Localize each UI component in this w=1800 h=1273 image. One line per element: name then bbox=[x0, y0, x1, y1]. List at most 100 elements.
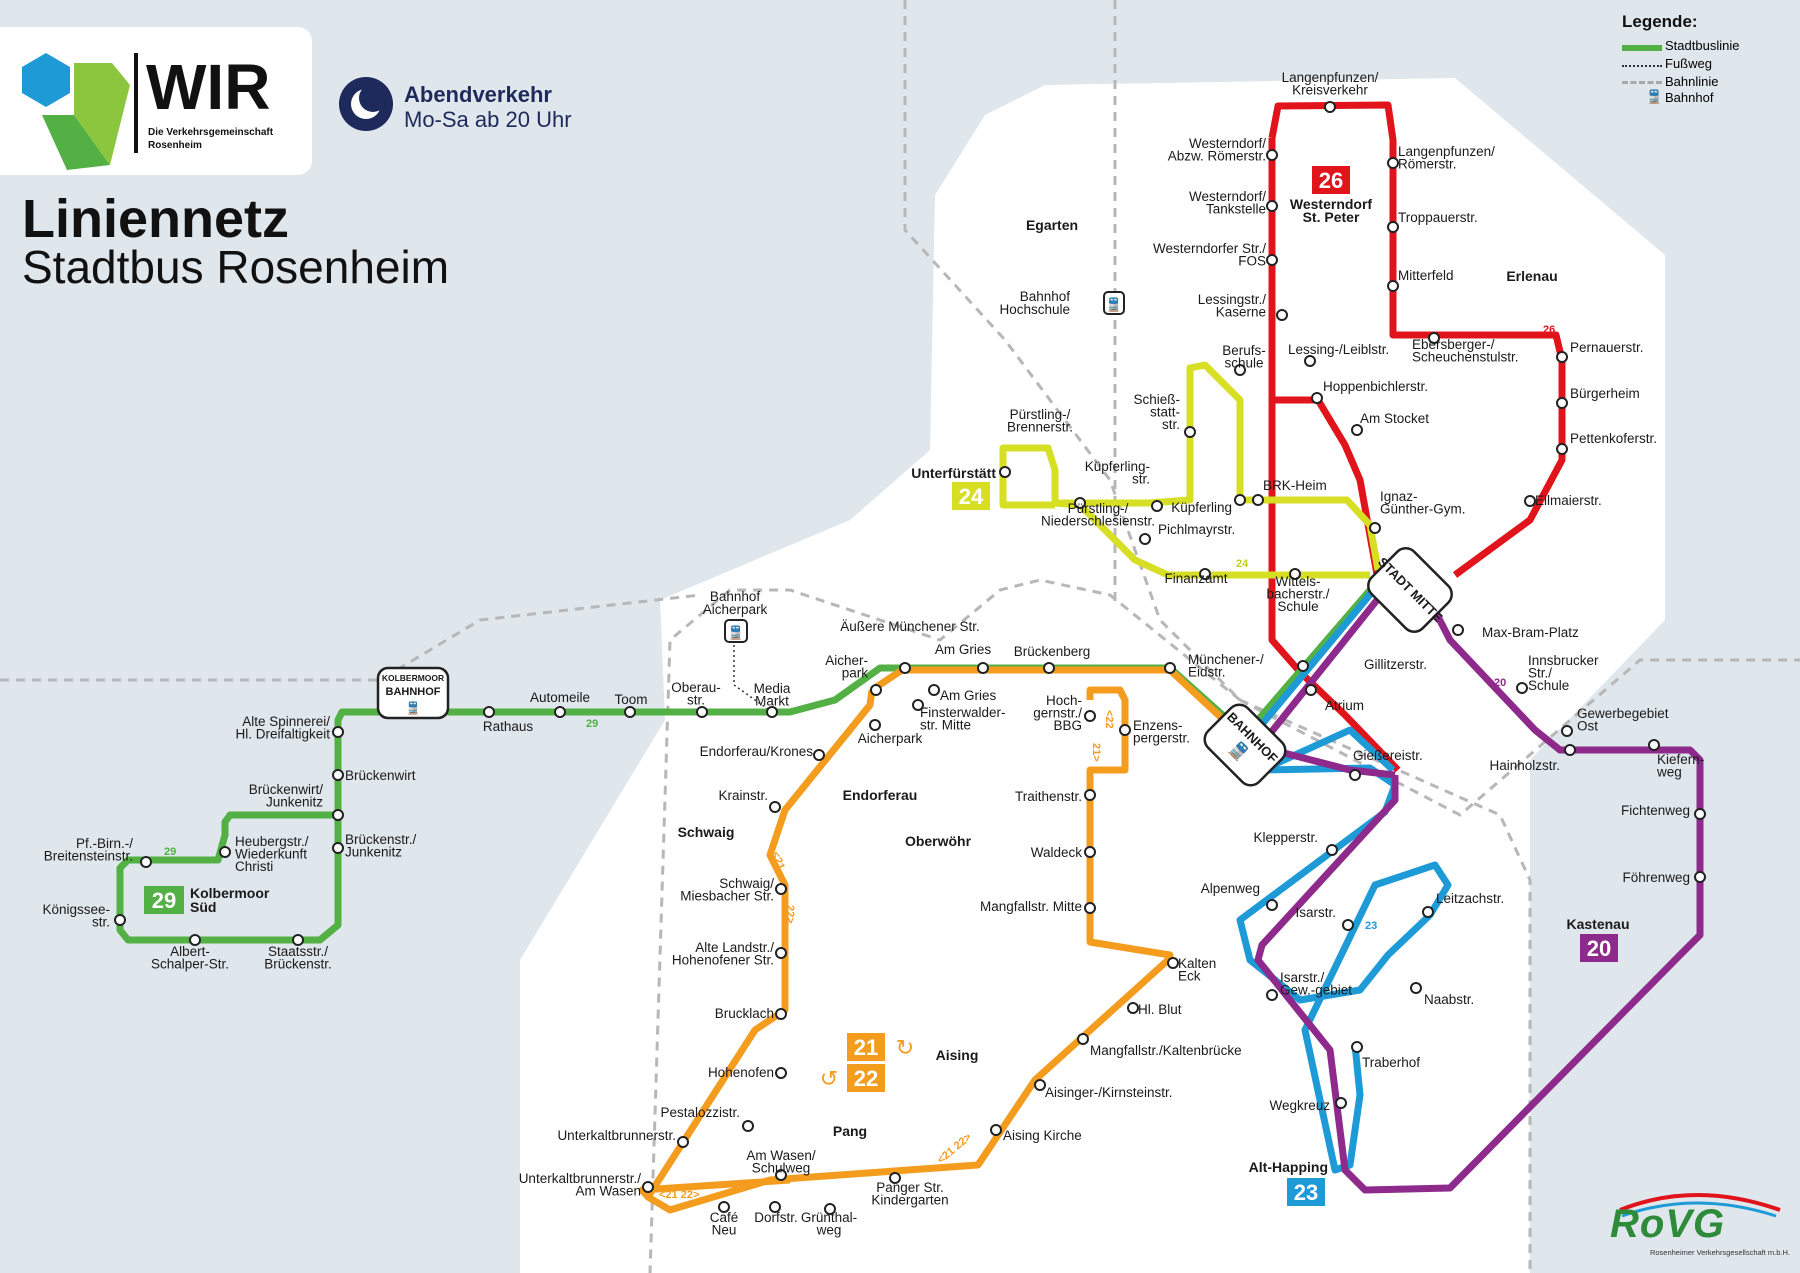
stop-marker-l23-0[interactable] bbox=[1349, 769, 1361, 781]
hub-bahnhof[interactable]: BAHNHOF 🚆 bbox=[1200, 700, 1291, 791]
stop-marker-l24-1[interactable] bbox=[1184, 426, 1196, 438]
badge-line-20[interactable]: Kastenau 20 bbox=[1566, 916, 1630, 962]
stop-marker-l29-13[interactable] bbox=[292, 934, 304, 946]
stop-marker-l21-24[interactable] bbox=[1084, 789, 1096, 801]
stop-marker-l29-8[interactable] bbox=[140, 856, 152, 868]
stop-marker-l26-3[interactable] bbox=[1266, 254, 1278, 266]
stop-marker-l23-7[interactable] bbox=[1351, 1041, 1363, 1053]
stop-marker-l29-6[interactable] bbox=[332, 769, 344, 781]
stop-marker-l21-12[interactable] bbox=[718, 1201, 730, 1213]
stop-marker-l26-13[interactable] bbox=[1556, 397, 1568, 409]
stop-marker-l21-1[interactable] bbox=[912, 699, 924, 711]
stop-marker-l26-7[interactable] bbox=[1351, 424, 1363, 436]
stop-marker-l29-2[interactable] bbox=[624, 706, 636, 718]
stop-marker-l23-1[interactable] bbox=[1326, 844, 1338, 856]
stop-marker-l21-23[interactable] bbox=[1084, 846, 1096, 858]
stop-marker-l21-10[interactable] bbox=[677, 1136, 689, 1148]
stop-marker-l26-10[interactable] bbox=[1387, 280, 1399, 292]
stop-marker-l29-7[interactable] bbox=[332, 809, 344, 821]
stop-marker-l23-6[interactable] bbox=[1410, 982, 1422, 994]
badge-line-23[interactable]: Alt-Happing 23 bbox=[1249, 1159, 1328, 1206]
stop-marker-l23-10[interactable] bbox=[1305, 684, 1317, 696]
stop-marker-l21-13[interactable] bbox=[769, 1201, 781, 1213]
stop-marker-l24-3[interactable] bbox=[999, 466, 1011, 478]
badge-line-26[interactable]: 26 Westerndorf St. Peter bbox=[1290, 166, 1373, 225]
stop-marker-l24-5[interactable] bbox=[1139, 533, 1151, 545]
stop-marker-l20-1[interactable] bbox=[1516, 682, 1528, 694]
stop-marker-l29-11[interactable] bbox=[114, 914, 126, 926]
stop-marker-l20-4[interactable] bbox=[1648, 739, 1660, 751]
stop-marker-l20-2[interactable] bbox=[1561, 725, 1573, 737]
stop-marker-l20-3[interactable] bbox=[1564, 744, 1576, 756]
stop-marker-l29-5[interactable] bbox=[332, 726, 344, 738]
hub-kolbermoor[interactable]: KOLBERMOOR BAHNHOF 🚆 bbox=[376, 666, 450, 720]
stop-marker-l26-1[interactable] bbox=[1266, 149, 1278, 161]
stop-marker-l29-0[interactable] bbox=[483, 706, 495, 718]
stop-marker-l21-9[interactable] bbox=[742, 1120, 754, 1132]
stop-marker-l24-4[interactable] bbox=[1074, 497, 1086, 509]
stop-marker-l29-10[interactable] bbox=[332, 842, 344, 854]
stop-marker-l21-22[interactable] bbox=[1084, 902, 1096, 914]
stop-marker-l21-7[interactable] bbox=[775, 1008, 787, 1020]
stop-marker-l29-4[interactable] bbox=[766, 706, 778, 718]
stop-marker-l21-3[interactable] bbox=[813, 749, 825, 761]
stop-marker-l26-11[interactable] bbox=[1428, 332, 1440, 344]
stop-marker-l20-0[interactable] bbox=[1452, 624, 1464, 636]
badge-line-29[interactable]: 29 Kolbermoor Süd bbox=[144, 885, 270, 915]
stop-marker-l29-17[interactable] bbox=[1043, 662, 1055, 674]
stop-marker-l21-6[interactable] bbox=[775, 947, 787, 959]
stop-marker-l26-4[interactable] bbox=[1276, 309, 1288, 321]
stop-marker-l29-14[interactable] bbox=[870, 684, 882, 696]
badge-line-24[interactable]: Unterfürstätt 24 bbox=[911, 465, 996, 510]
stop-marker-l21-18[interactable] bbox=[1034, 1079, 1046, 1091]
stop-marker-l20-5[interactable] bbox=[1694, 808, 1706, 820]
stop-marker-l21-2[interactable] bbox=[869, 719, 881, 731]
stop-marker-l20-6[interactable] bbox=[1694, 871, 1706, 883]
stop-marker-l26-9[interactable] bbox=[1387, 221, 1399, 233]
stop-marker-l21-0[interactable] bbox=[928, 684, 940, 696]
stop-marker-l26-0[interactable] bbox=[1324, 101, 1336, 113]
stop-marker-l21-11[interactable] bbox=[642, 1181, 654, 1193]
stop-marker-l29-12[interactable] bbox=[189, 934, 201, 946]
stop-marker-l29-3[interactable] bbox=[696, 706, 708, 718]
stop-marker-l23-3[interactable] bbox=[1342, 919, 1354, 931]
stop-marker-l24-7[interactable] bbox=[1289, 568, 1301, 580]
stop-marker-l24-8[interactable] bbox=[1252, 494, 1264, 506]
stop-marker-l24-0[interactable] bbox=[1234, 364, 1246, 376]
stop-marker-l24-9[interactable] bbox=[1234, 494, 1246, 506]
stop-marker-l26-14[interactable] bbox=[1556, 443, 1568, 455]
stop-marker-l21-8[interactable] bbox=[775, 1067, 787, 1079]
stop-marker-l21-5[interactable] bbox=[775, 883, 787, 895]
stop-marker-l23-5[interactable] bbox=[1266, 989, 1278, 1001]
stop-marker-l21-26[interactable] bbox=[1119, 724, 1131, 736]
stop-marker-l26-5[interactable] bbox=[1304, 355, 1316, 367]
stop-marker-l21-25[interactable] bbox=[1084, 710, 1096, 722]
stop-marker-l26-12[interactable] bbox=[1556, 351, 1568, 363]
stop-marker-l29-18[interactable] bbox=[1164, 662, 1176, 674]
stop-marker-l21-16[interactable] bbox=[889, 1172, 901, 1184]
stop-marker-l26-8[interactable] bbox=[1387, 157, 1399, 169]
stop-marker-l29-15[interactable] bbox=[899, 662, 911, 674]
stop-marker-l29-9[interactable] bbox=[219, 846, 231, 858]
stop-marker-l26-2[interactable] bbox=[1266, 200, 1278, 212]
stop-marker-l21-4[interactable] bbox=[769, 801, 781, 813]
badge-line-21-22[interactable]: 21 ↻ 22 ↺ bbox=[820, 1033, 914, 1092]
stop-marker-l29-16[interactable] bbox=[977, 662, 989, 674]
stop-marker-l21-21[interactable] bbox=[1167, 957, 1179, 969]
station-bahnhof-aicherpark[interactable]: Bahnhof Aicherpark 🚆 bbox=[703, 589, 768, 643]
stop-marker-l21-14[interactable] bbox=[824, 1203, 836, 1215]
stop-marker-l29-1[interactable] bbox=[554, 706, 566, 718]
stop-marker-l21-17[interactable] bbox=[990, 1124, 1002, 1136]
stop-marker-l23-9[interactable] bbox=[1297, 660, 1309, 672]
stop-marker-l21-19[interactable] bbox=[1077, 1033, 1089, 1045]
stop-marker-l24-2[interactable] bbox=[1151, 500, 1163, 512]
stop-marker-l26-15[interactable] bbox=[1524, 495, 1536, 507]
stop-marker-l23-8[interactable] bbox=[1335, 1097, 1347, 1109]
stop-marker-l26-6[interactable] bbox=[1311, 392, 1323, 404]
stop-marker-l24-6[interactable] bbox=[1199, 568, 1211, 580]
stop-marker-l24-10[interactable] bbox=[1369, 522, 1381, 534]
stop-marker-l23-4[interactable] bbox=[1422, 906, 1434, 918]
station-bahnhof-hochschule[interactable]: Bahnhof Hochschule 🚆 bbox=[999, 289, 1125, 317]
stop-marker-l21-15[interactable] bbox=[775, 1169, 787, 1181]
stop-marker-l21-20[interactable] bbox=[1127, 1002, 1139, 1014]
